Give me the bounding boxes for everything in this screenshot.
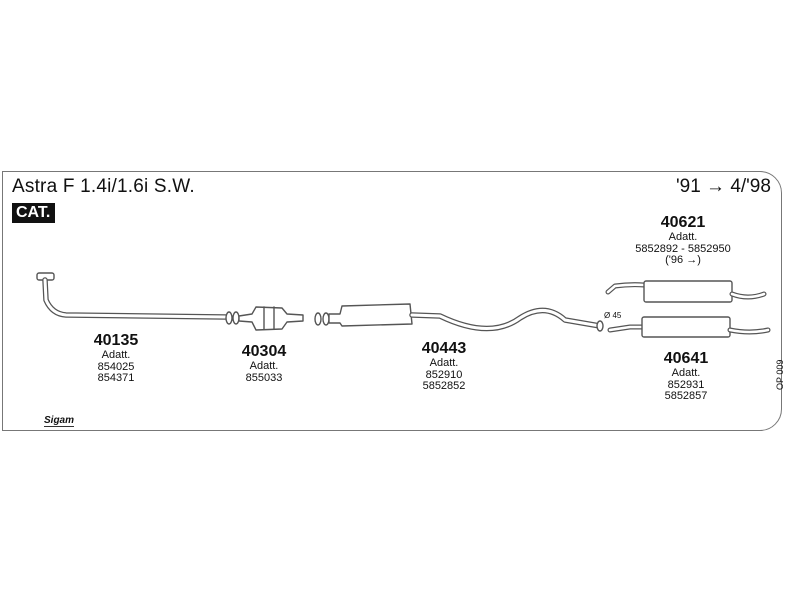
part-code: ('96 →) — [665, 254, 701, 266]
part-label: Adatt. — [429, 357, 459, 369]
part-40621[interactable]: 40621 Adatt. 5852892 - 5852950 ('96 →) — [620, 214, 746, 267]
part-40135[interactable]: 40135 Adatt. 854025 854371 — [80, 332, 152, 385]
cat-badge: CAT. — [12, 203, 56, 223]
part-label: Adatt. — [668, 231, 698, 243]
catalytic-converter-40304[interactable] — [232, 306, 304, 331]
center-silencer-40443[interactable] — [314, 303, 604, 332]
part-number: 40621 — [660, 214, 706, 231]
part-code: 5852852 — [422, 380, 466, 392]
rear-silencer-40641[interactable] — [607, 316, 771, 338]
part-code: 5852892 - 5852950 — [635, 242, 731, 255]
part-number: 40304 — [241, 343, 287, 360]
model-years: '91 → 4/'98 — [676, 176, 771, 197]
part-number: 40641 — [663, 350, 709, 367]
part-code: 852910 — [425, 368, 463, 381]
rear-silencer-40621[interactable] — [605, 280, 767, 303]
part-code: 5852857 — [664, 390, 708, 402]
part-40443[interactable]: 40443 Adatt. 852910 5852852 — [404, 340, 484, 393]
part-number: 40135 — [93, 332, 139, 349]
part-label: Adatt. — [101, 349, 131, 361]
part-code: 852931 — [667, 378, 705, 391]
part-label: Adatt. — [671, 367, 701, 379]
vehicle-title: Astra F 1.4i/1.6i S.W. — [12, 176, 195, 197]
part-40304[interactable]: 40304 Adatt. 855033 — [228, 343, 300, 384]
brand-logo: Sigam — [44, 415, 75, 427]
part-label: Adatt. — [249, 360, 279, 372]
part-code: 854371 — [97, 372, 135, 384]
part-code: 855033 — [245, 371, 283, 384]
catalog-code: OP 009 — [775, 359, 785, 390]
diameter-label: Ø 45 — [604, 311, 622, 320]
part-number: 40443 — [421, 340, 467, 357]
part-code: 854025 — [97, 360, 135, 373]
part-40641[interactable]: 40641 Adatt. 852931 5852857 — [646, 350, 726, 403]
front-pipe-40135[interactable] — [36, 272, 233, 325]
